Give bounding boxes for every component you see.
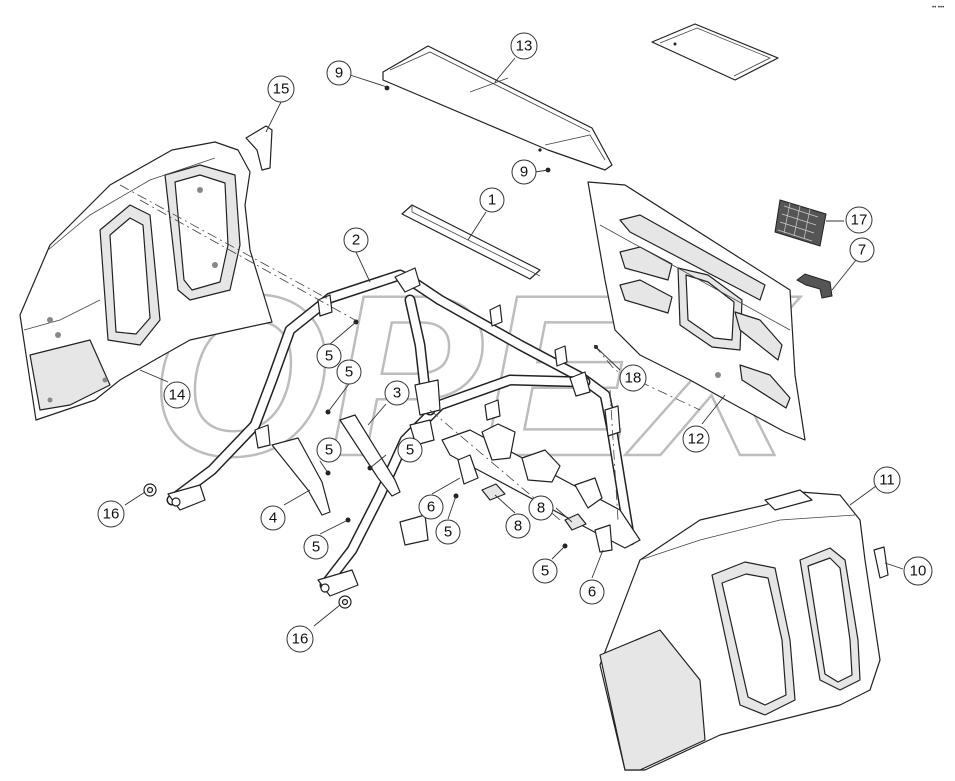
svg-text:8: 8 <box>537 500 545 517</box>
callout-2: 2 <box>343 227 369 253</box>
grille-part <box>774 199 827 247</box>
bar-part <box>401 204 541 280</box>
callout-10: 10 <box>903 556 933 586</box>
svg-text:5: 5 <box>325 348 333 365</box>
callout-3: 3 <box>384 380 410 406</box>
handle-part <box>796 273 833 299</box>
callout-14: 14 <box>163 381 191 409</box>
right-side-panel-part <box>599 489 881 771</box>
svg-text:5: 5 <box>312 539 320 556</box>
callout-7: 7 <box>849 237 875 263</box>
svg-text:2: 2 <box>352 232 360 249</box>
svg-text:9: 9 <box>335 65 343 82</box>
callout-5a: 5 <box>316 343 342 369</box>
leader-lines <box>124 57 904 627</box>
rear-panel-part <box>587 181 806 441</box>
callout-16b: 16 <box>286 625 314 653</box>
callout-6a: 6 <box>418 494 444 520</box>
svg-text:18: 18 <box>625 370 642 387</box>
callout-5b: 5 <box>336 359 362 385</box>
svg-text:11: 11 <box>879 472 895 489</box>
callout-5g: 5 <box>435 519 461 545</box>
svg-text:8: 8 <box>514 518 522 535</box>
svg-text:5: 5 <box>444 524 452 541</box>
svg-text:7: 7 <box>858 242 866 259</box>
callout-5d: 5 <box>316 437 342 463</box>
svg-text:1: 1 <box>488 192 496 209</box>
callout-1: 1 <box>479 187 505 213</box>
callout-17: 17 <box>845 206 873 234</box>
small-bracket-part <box>245 125 273 171</box>
svg-text:17: 17 <box>851 212 868 229</box>
svg-text:4: 4 <box>269 510 277 527</box>
roof-panel-part <box>651 23 779 81</box>
callout-5e: 5 <box>303 534 329 560</box>
callout-9a: 9 <box>326 60 352 86</box>
callout-9b: 9 <box>511 159 537 185</box>
svg-text:16: 16 <box>292 631 309 648</box>
svg-text:5: 5 <box>345 364 353 381</box>
callout-15: 15 <box>267 75 295 103</box>
svg-text:16: 16 <box>103 506 120 523</box>
svg-text:14: 14 <box>169 387 186 404</box>
svg-text:15: 15 <box>273 81 290 98</box>
svg-text:6: 6 <box>427 499 435 516</box>
svg-text:6: 6 <box>588 584 596 601</box>
callout-18: 18 <box>619 364 647 392</box>
svg-text:5: 5 <box>541 563 549 580</box>
callout-6b: 6 <box>579 579 605 605</box>
callout-5f: 5 <box>532 558 558 584</box>
svg-text:12: 12 <box>688 431 705 448</box>
callout-13: 13 <box>510 32 538 60</box>
cross-member-part <box>399 423 641 553</box>
callout-8a: 8 <box>505 513 531 539</box>
corner-mark: •• ••• <box>932 5 944 11</box>
callout-12: 12 <box>682 425 710 453</box>
roof-top-panel-part <box>382 45 613 171</box>
svg-text:5: 5 <box>325 442 333 459</box>
callouts: 1 2 3 4 5 5 5 5 5 5 6 6 5 7 8 8 9 9 10 1… <box>97 32 933 653</box>
callout-5c: 5 <box>397 437 423 463</box>
callout-8b: 8 <box>528 495 554 521</box>
svg-text:10: 10 <box>910 563 927 580</box>
brace-parts <box>271 414 401 516</box>
svg-text:9: 9 <box>520 164 528 181</box>
left-side-panel-part <box>19 141 273 421</box>
callout-16a: 16 <box>97 500 125 528</box>
svg-text:13: 13 <box>516 38 533 55</box>
callout-11: 11 <box>873 466 901 494</box>
callout-4: 4 <box>260 505 286 531</box>
small-clip-part <box>873 546 889 579</box>
svg-text:3: 3 <box>393 385 401 402</box>
svg-text:5: 5 <box>406 442 414 459</box>
